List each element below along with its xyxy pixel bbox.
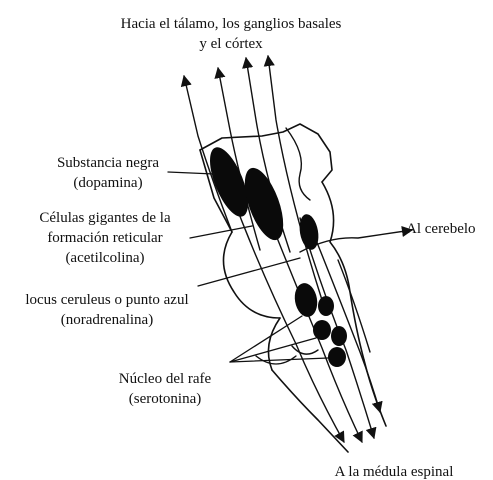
label-sustancia-line-2: (dopamina) xyxy=(44,173,172,193)
label-top: Hacia el tálamo, los ganglios basales y … xyxy=(78,14,384,54)
label-rafe-line-2: (serotonina) xyxy=(100,389,230,409)
label-celulas-line-2: formación reticular xyxy=(20,228,190,248)
leader-rafe-3 xyxy=(230,358,328,362)
label-rafe: Núcleo del rafe (serotonina) xyxy=(100,369,230,409)
label-locus-line-2: (noradrenalina) xyxy=(4,310,210,330)
label-celulas: Células gigantes de la formación reticul… xyxy=(20,208,190,268)
raphe-nucleus-2 xyxy=(313,320,331,340)
label-top-line-2: y el córtex xyxy=(78,34,384,54)
label-celulas-line-3: (acetilcolina) xyxy=(20,248,190,268)
label-top-line-1: Hacia el tálamo, los ganglios basales xyxy=(78,14,384,34)
label-locus-line-1: locus ceruleus o punto azul xyxy=(4,290,210,310)
label-medula: A la médula espinal xyxy=(314,462,474,480)
leader-rafe-1 xyxy=(230,316,302,362)
raphe-nucleus-4 xyxy=(328,347,346,367)
label-rafe-line-1: Núcleo del rafe xyxy=(100,369,230,389)
label-celulas-line-1: Células gigantes de la xyxy=(20,208,190,228)
label-sustancia: Substancia negra (dopamina) xyxy=(44,153,172,193)
raphe-nucleus-1 xyxy=(318,296,334,316)
raphe-nucleus-3 xyxy=(331,326,347,346)
label-sustancia-line-1: Substancia negra xyxy=(44,153,172,173)
label-locus: locus ceruleus o punto azul (noradrenali… xyxy=(4,290,210,330)
leader-locus xyxy=(198,258,300,286)
label-cerebelo: Al cerebelo xyxy=(406,219,490,239)
leader-celulas xyxy=(190,226,252,238)
